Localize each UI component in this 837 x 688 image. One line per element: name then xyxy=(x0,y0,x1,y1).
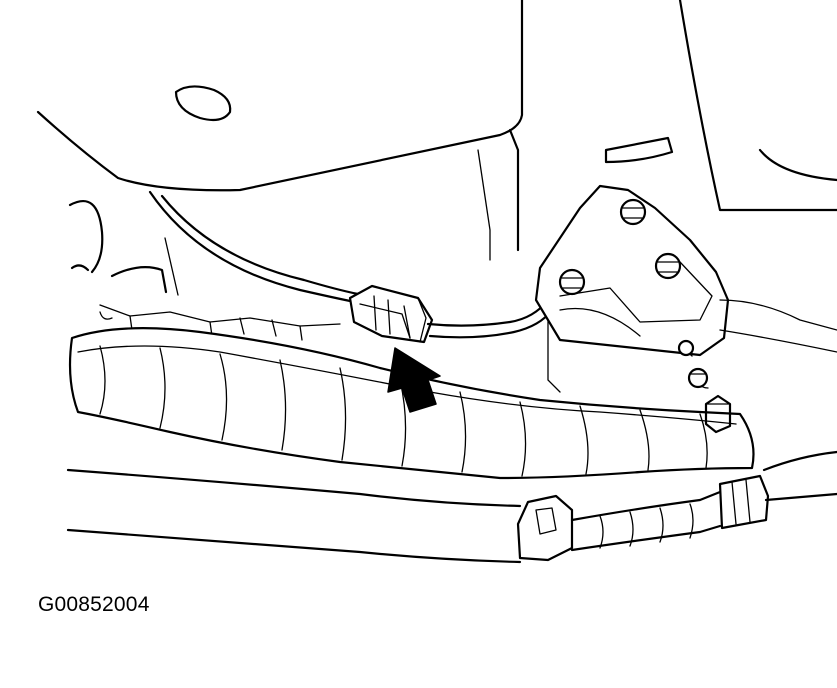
sensor-wire-harness xyxy=(99,190,360,341)
bolt-head xyxy=(619,198,647,226)
connector-lead-wire xyxy=(426,298,550,327)
mounting-bracket xyxy=(534,184,837,393)
left-frame xyxy=(68,199,179,296)
body-slot xyxy=(604,136,674,164)
body-panel xyxy=(36,0,837,261)
figure-id-label: G00852004 xyxy=(38,593,150,616)
sensor-connector xyxy=(348,284,434,344)
body-oval-hole xyxy=(174,85,232,122)
bolt-head xyxy=(558,268,586,296)
muffler-flange xyxy=(718,474,770,530)
bolt-head xyxy=(654,252,682,280)
arrow-up-icon xyxy=(387,347,441,413)
bolt-head xyxy=(687,367,709,389)
bolt-head xyxy=(677,339,695,357)
exhaust-hanger xyxy=(516,494,574,562)
lower-exhaust-section xyxy=(66,450,837,564)
